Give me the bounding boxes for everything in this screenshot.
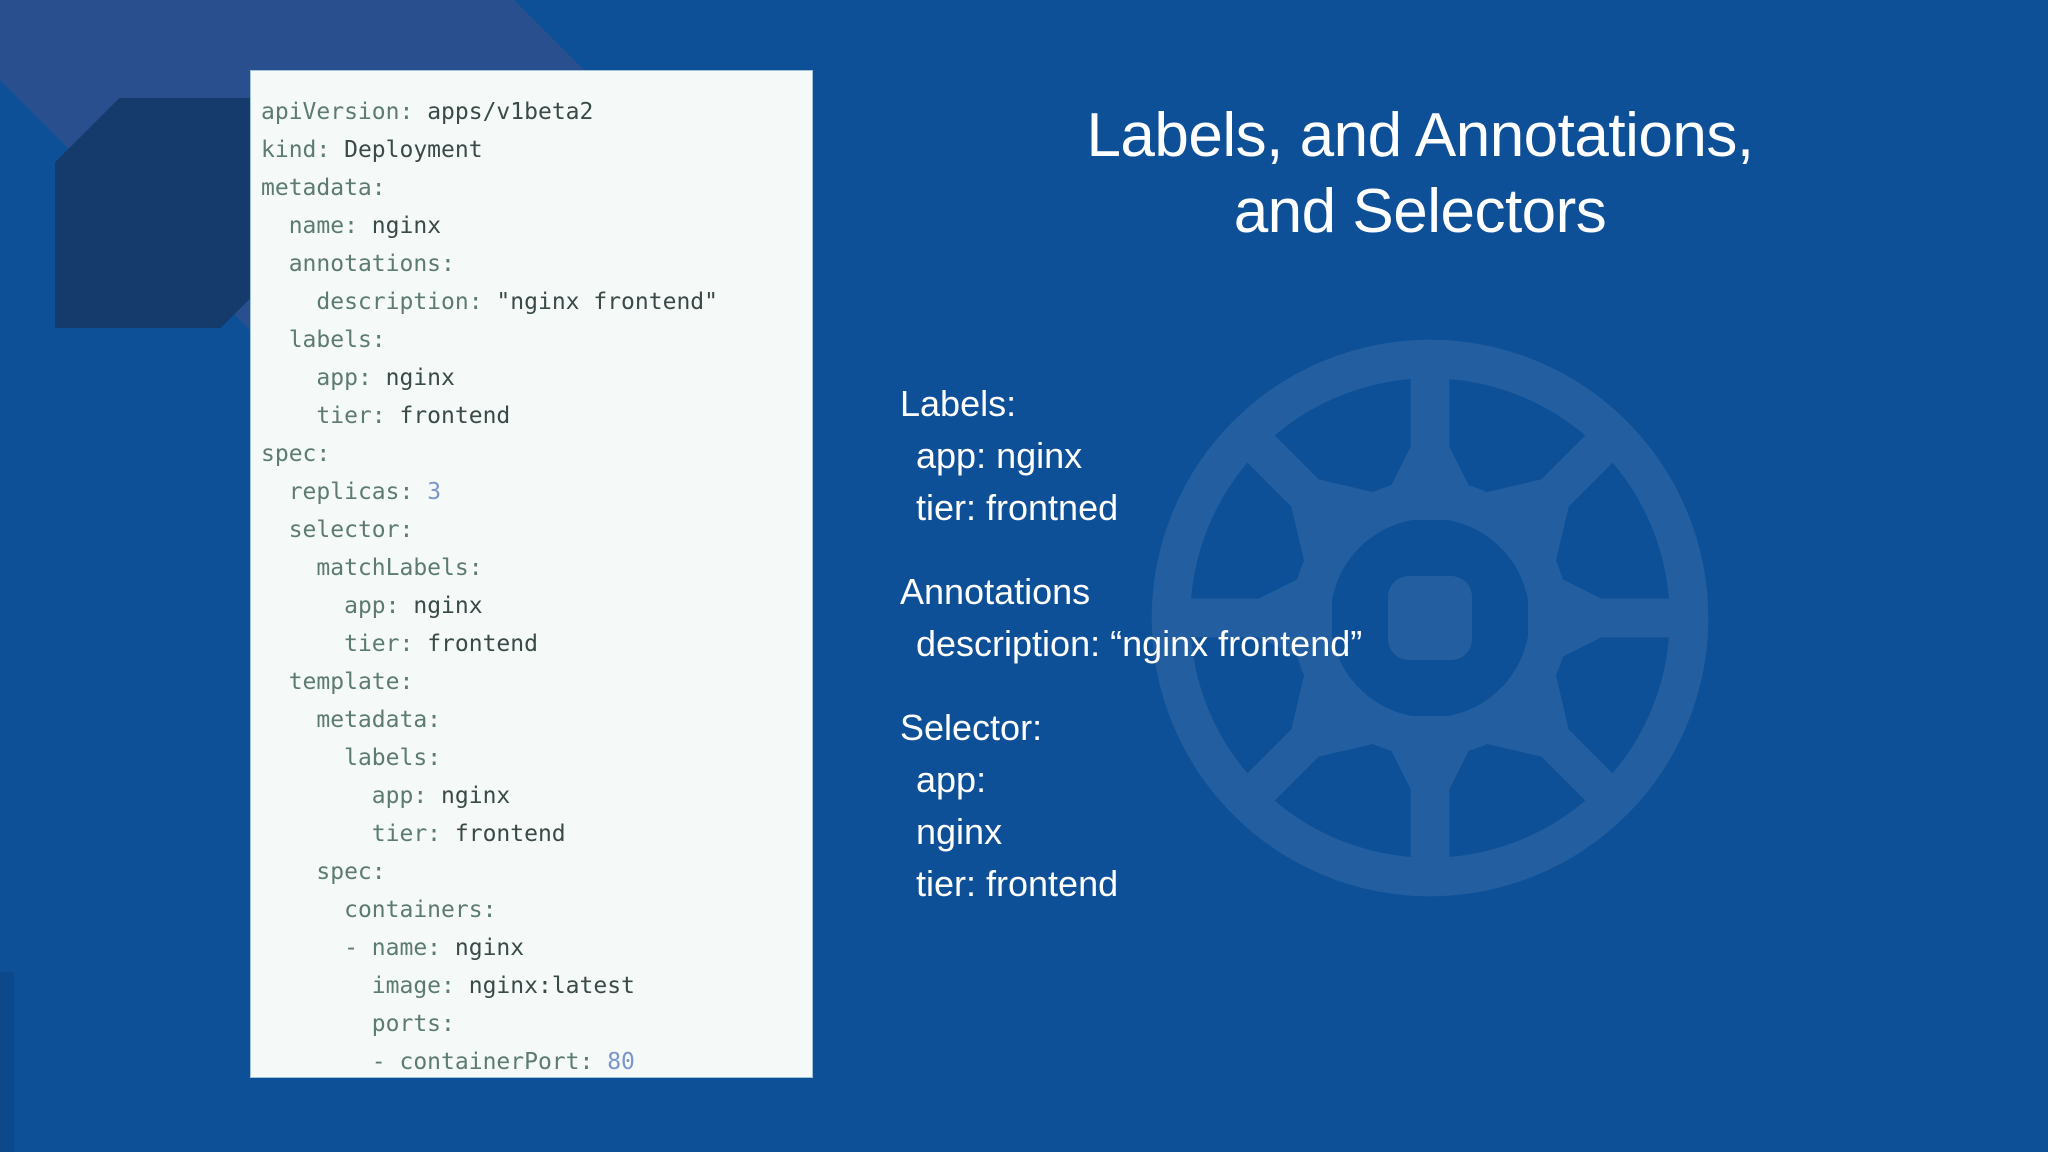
section-item: app: xyxy=(916,759,987,800)
code-line: apiVersion: apps/v1beta2 xyxy=(261,99,594,125)
code-line: spec: xyxy=(261,441,331,467)
section-item: description: “nginx frontend” xyxy=(916,623,1363,664)
code-line: - name: nginx xyxy=(261,935,525,961)
code-line: matchLabels: xyxy=(316,555,483,581)
code-line: kind: Deployment xyxy=(261,137,483,163)
section-spacer xyxy=(900,670,1910,702)
code-line: tier: frontend xyxy=(316,403,511,429)
code-line: name: nginx xyxy=(288,213,442,239)
section-heading: Annotations xyxy=(900,571,1091,612)
code-line: labels: xyxy=(344,745,442,771)
code-line: description: "nginx frontend" xyxy=(316,289,718,315)
code-line: app: nginx xyxy=(344,593,483,619)
code-line: - containerPort: 80 xyxy=(261,1049,635,1075)
section-item: app: nginx xyxy=(916,435,1083,476)
code-line: labels: xyxy=(288,327,386,353)
title-line-1: Labels, and Annotations, xyxy=(1086,101,1754,170)
code-line: ports: xyxy=(371,1011,455,1037)
code-line: tier: frontend xyxy=(371,821,566,847)
bottom-left-edge-bar xyxy=(0,972,14,1152)
code-line: replicas: 3 xyxy=(288,479,442,505)
section-heading: Labels: xyxy=(900,383,1017,424)
section-heading: Selector: xyxy=(900,707,1043,748)
title-line-2: and Selectors xyxy=(1233,177,1607,246)
section-item: tier: frontend xyxy=(916,863,1119,904)
yaml-code-card: apiVersion: apps/v1beta2 kind: Deployment… xyxy=(250,70,813,1078)
code-line: tier: frontend xyxy=(344,631,538,657)
code-line: app: nginx xyxy=(371,783,511,809)
code-line: annotations: xyxy=(288,251,455,277)
page-title: Labels, and Annotations, and Selectors xyxy=(880,98,1960,250)
code-line: containers: xyxy=(344,897,497,923)
yaml-code-block: apiVersion: apps/v1beta2 kind: Deployment… xyxy=(261,93,812,1081)
section-item: nginx xyxy=(916,811,1003,852)
code-line: metadata: xyxy=(316,707,442,733)
code-line: selector: xyxy=(288,517,414,543)
code-line: app: nginx xyxy=(316,365,455,391)
code-line: image: nginx:latest xyxy=(371,973,635,999)
code-line: spec: xyxy=(316,859,386,885)
section-item: tier: frontned xyxy=(916,487,1119,528)
code-line: template: xyxy=(288,669,414,695)
code-line: metadata: xyxy=(261,175,386,201)
section-spacer xyxy=(900,534,1910,566)
